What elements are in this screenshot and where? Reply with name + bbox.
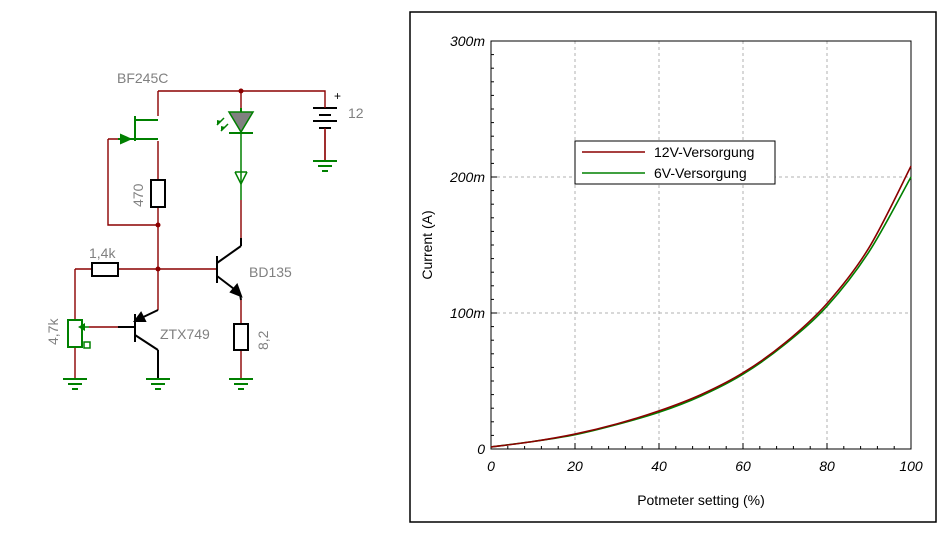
plot-area [490,40,912,450]
y-tick-label: 100m [450,305,485,321]
potentiometer-icon [67,319,91,349]
junction-dot [238,88,244,94]
x-tick-label: 40 [651,458,667,474]
x-axis-label: Potmeter setting (%) [637,492,765,508]
ground-icon [313,160,337,172]
x-tick-label: 0 [487,458,495,474]
x-tick-label: 60 [735,458,751,474]
resistor-icon [233,323,249,351]
legend-label-6v: 6V-Versorgung [654,165,747,181]
y-tick-label: 200m [449,169,485,185]
wire [74,90,326,378]
circuit-schematic: BF245C + 12 470 1,4k 4,7k [45,70,364,390]
chart-frame [409,11,937,523]
battery-plus-label: + [334,89,341,103]
resistor-1k4-label: 1,4k [89,245,116,261]
y-tick-label: 300m [450,33,485,49]
series-line-12v [490,165,912,448]
resistor-470-label: 470 [130,183,146,207]
ground-icon [63,378,87,390]
x-tick-label: 80 [819,458,835,474]
resistor-icon [150,179,166,208]
series [490,165,912,448]
junction-dot [155,222,161,228]
pnp-transistor-icon [118,309,159,378]
grid [491,41,911,449]
resistor-8-2-label: 8,2 [255,330,271,350]
legend: 12V-Versorgung 6V-Versorgung [574,140,776,185]
jfet-label: BF245C [117,70,168,86]
x-tick-label: 20 [566,458,583,474]
battery-icon [313,96,337,160]
legend-label-12v: 12V-Versorgung [654,144,754,160]
ztx749-label: ZTX749 [160,326,210,342]
npn-transistor-icon [216,238,243,301]
y-tick-label: 0 [477,441,485,457]
legend-box [574,140,776,185]
pot-label: 4,7k [45,318,61,345]
ticks: 0 20 40 60 80 100 0 100m 200m 300m [449,33,923,474]
x-tick-label: 100 [899,458,923,474]
bd135-label: BD135 [249,264,292,280]
battery-voltage-label: 12 [348,105,364,121]
ground-icon [229,378,253,390]
jfet-icon [118,116,158,145]
led-icon [216,108,255,200]
junction-dot [155,266,161,272]
resistor-icon [91,262,119,277]
y-axis-label: Current (A) [419,210,435,279]
series-line-6v [490,176,912,448]
ground-icon [146,378,170,390]
